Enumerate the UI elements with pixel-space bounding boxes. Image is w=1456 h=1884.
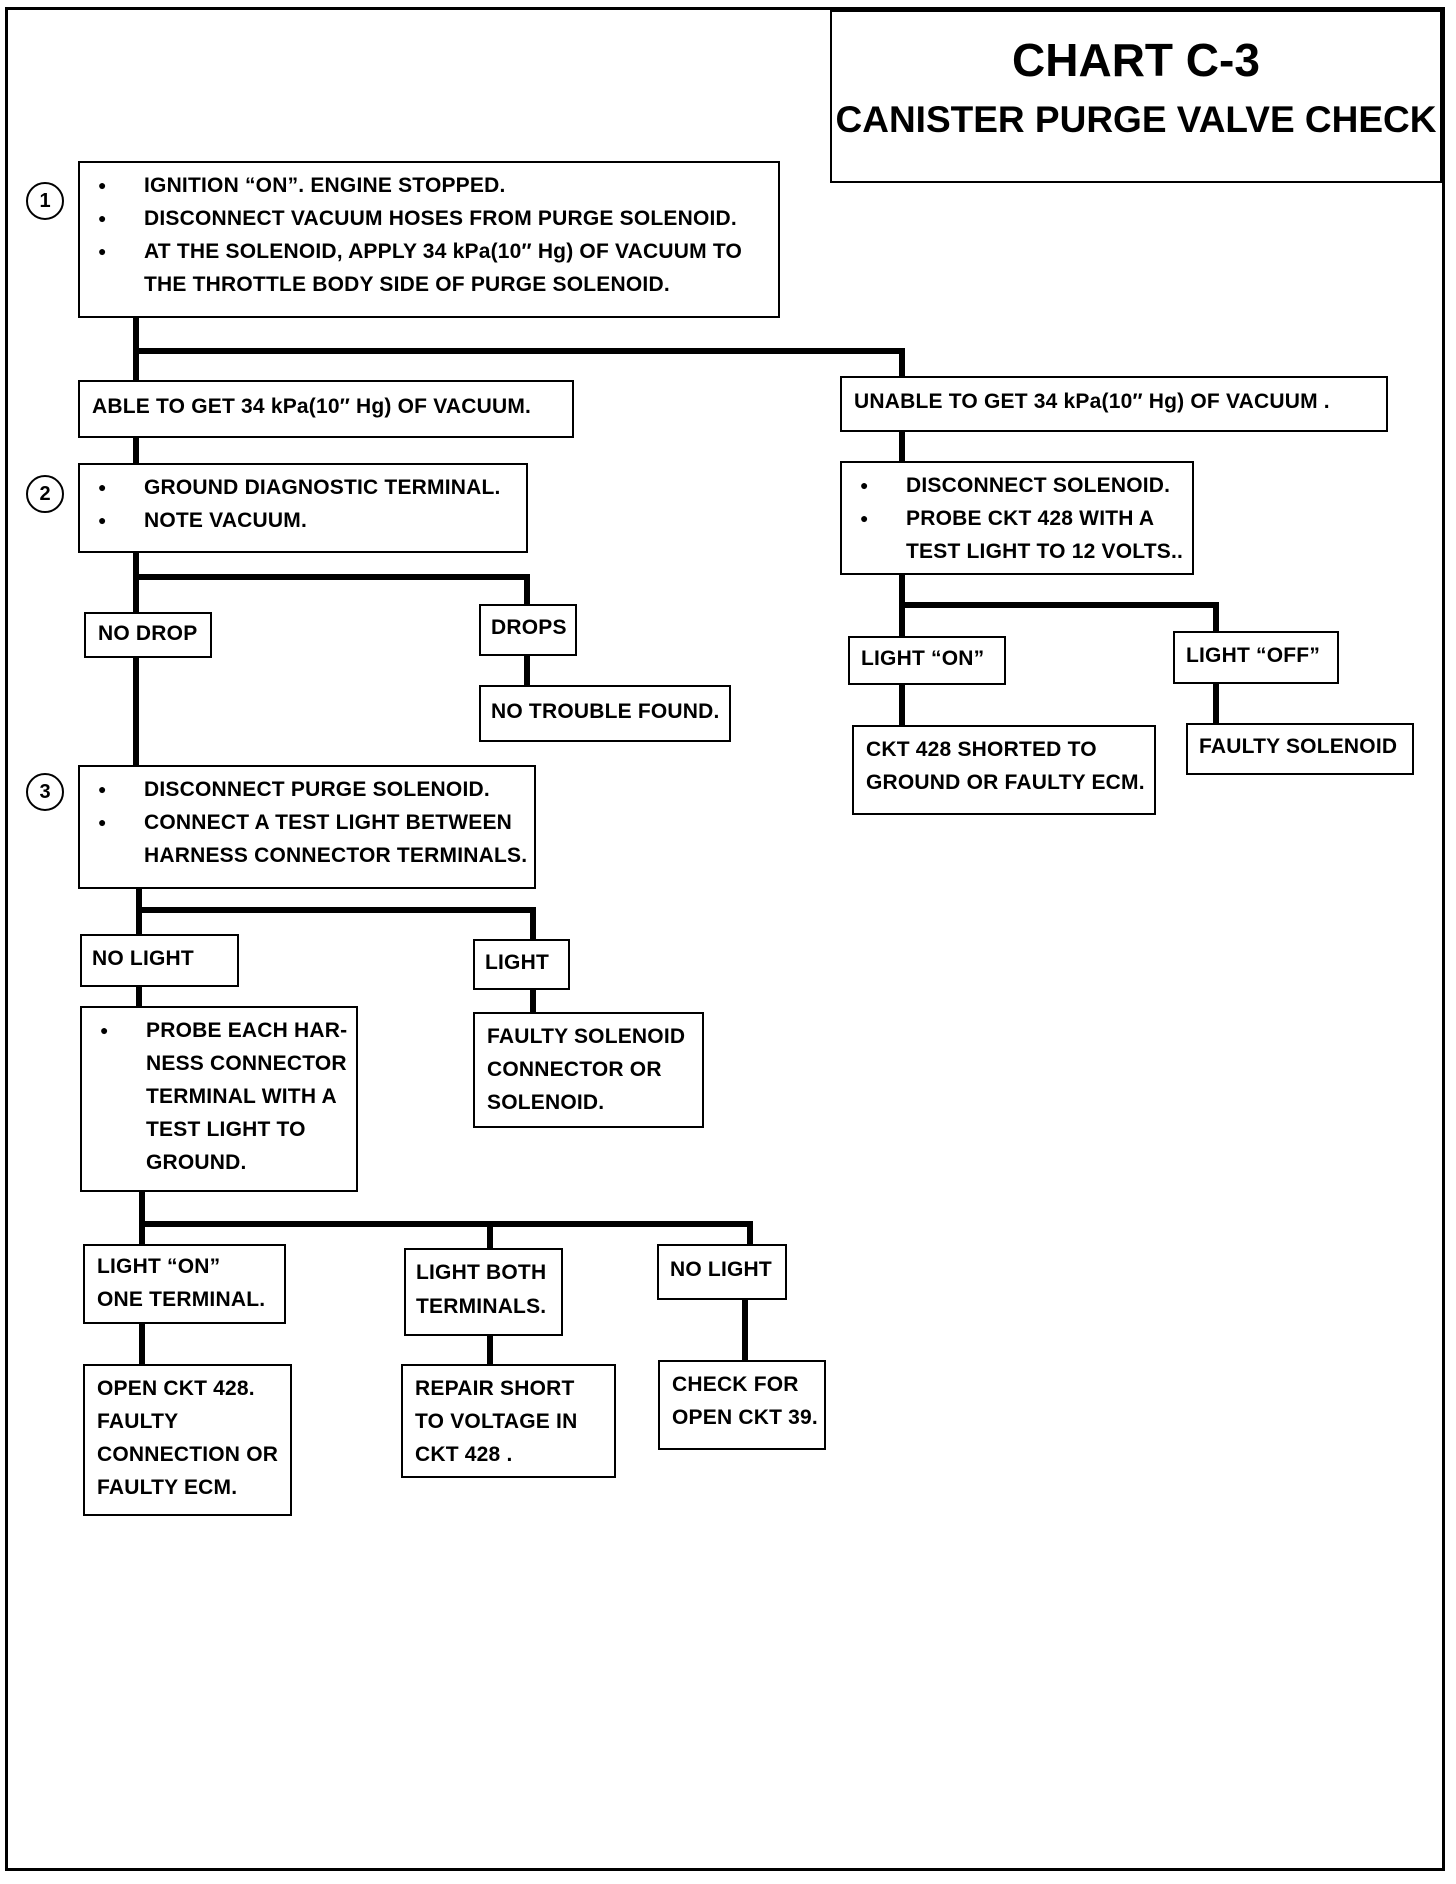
faulty-connector-line: FAULTY SOLENOID: [487, 1025, 686, 1048]
faulty-connector-line: CONNECTOR OR: [487, 1058, 662, 1081]
light-off-box: LIGHT “OFF”: [1173, 631, 1339, 684]
step1-item: IGNITION “ON”. ENGINE STOPPED.: [92, 169, 766, 202]
probe-each-line: PROBE EACH HAR-: [94, 1014, 347, 1047]
right-probe-line: TEST LIGHT TO 12 VOLTS..: [906, 540, 1184, 563]
no-drop-box: NO DROP: [84, 612, 212, 658]
step1-box: IGNITION “ON”. ENGINE STOPPED. DISCONNEC…: [78, 161, 780, 318]
step2-item: NOTE VACUUM.: [92, 504, 514, 537]
step2-item: GROUND DIAGNOSTIC TERMINAL.: [92, 471, 514, 504]
check-ckt-line: OPEN CKT 39.: [672, 1406, 818, 1429]
step3-item: CONNECT A TEST LIGHT BETWEEN: [92, 806, 522, 839]
no-light-box: NO LIGHT: [80, 934, 239, 987]
light-both-line: LIGHT BOTH: [416, 1261, 547, 1284]
light-box: LIGHT: [473, 939, 570, 990]
light-one-line: LIGHT “ON”: [97, 1255, 221, 1278]
unable-box: UNABLE TO GET 34 kPa(10″ Hg) OF VACUUM .: [840, 376, 1388, 432]
step1-item: DISCONNECT VACUUM HOSES FROM PURGE SOLEN…: [92, 202, 766, 235]
ckt-shorted-line: GROUND OR FAULTY ECM.: [866, 771, 1145, 794]
step3-item: HARNESS CONNECTOR TERMINALS.: [144, 844, 528, 867]
chart-title: CHART C-3: [1012, 34, 1260, 86]
faulty-solenoid-box: FAULTY SOLENOID: [1186, 723, 1414, 775]
light-both-line: TERMINALS.: [416, 1295, 547, 1318]
right-probe-line: PROBE CKT 428 WITH A: [854, 502, 1180, 535]
open-ckt-line: FAULTY ECM.: [97, 1476, 238, 1499]
no-light-2-box: NO LIGHT: [657, 1244, 787, 1300]
step-marker-3: 3: [26, 773, 64, 811]
step1-item: THE THROTTLE BODY SIDE OF PURGE SOLENOID…: [144, 273, 670, 296]
open-ckt-line: OPEN CKT 428.: [97, 1377, 255, 1400]
light-on-box: LIGHT “ON”: [848, 636, 1006, 685]
step2-box: GROUND DIAGNOSTIC TERMINAL. NOTE VACUUM.: [78, 463, 528, 553]
probe-each-line: NESS CONNECTOR: [146, 1052, 347, 1075]
chart-title-box: CHART C-3 CANISTER PURGE VALVE CHECK: [830, 10, 1442, 183]
check-ckt-line: CHECK FOR: [672, 1373, 799, 1396]
step3-box: DISCONNECT PURGE SOLENOID. CONNECT A TES…: [78, 765, 536, 889]
repair-short-line: TO VOLTAGE IN: [415, 1410, 578, 1433]
faulty-connector-box: FAULTY SOLENOID CONNECTOR OR SOLENOID.: [473, 1012, 704, 1128]
probe-each-line: GROUND.: [146, 1151, 247, 1174]
repair-short-line: CKT 428 .: [415, 1443, 513, 1466]
faulty-connector-line: SOLENOID.: [487, 1091, 605, 1114]
repair-short-box: REPAIR SHORT TO VOLTAGE IN CKT 428 .: [401, 1364, 616, 1478]
no-trouble-box: NO TROUBLE FOUND.: [479, 685, 731, 742]
light-both-box: LIGHT BOTH TERMINALS.: [404, 1248, 563, 1336]
ckt-shorted-line: CKT 428 SHORTED TO: [866, 738, 1097, 761]
step1-item: AT THE SOLENOID, APPLY 34 kPa(10″ Hg) OF…: [92, 235, 766, 268]
page-frame: [5, 7, 1445, 1871]
ckt-shorted-box: CKT 428 SHORTED TO GROUND OR FAULTY ECM.: [852, 725, 1156, 815]
open-ckt-line: CONNECTION OR: [97, 1443, 279, 1466]
right-probe-box: DISCONNECT SOLENOID. PROBE CKT 428 WITH …: [840, 461, 1194, 575]
step-marker-1: 1: [26, 182, 64, 220]
probe-each-box: PROBE EACH HAR- NESS CONNECTOR TERMINAL …: [80, 1006, 358, 1192]
drops-box: DROPS: [479, 604, 577, 656]
light-one-terminal-box: LIGHT “ON” ONE TERMINAL.: [83, 1244, 286, 1324]
open-ckt-428-box: OPEN CKT 428. FAULTY CONNECTION OR FAULT…: [83, 1364, 292, 1516]
step3-item: DISCONNECT PURGE SOLENOID.: [92, 773, 522, 806]
check-ckt-39-box: CHECK FOR OPEN CKT 39.: [658, 1360, 826, 1450]
repair-short-line: REPAIR SHORT: [415, 1377, 575, 1400]
able-box: ABLE TO GET 34 kPa(10″ Hg) OF VACUUM.: [78, 380, 574, 438]
probe-each-line: TEST LIGHT TO: [146, 1118, 306, 1141]
right-probe-line: DISCONNECT SOLENOID.: [854, 469, 1180, 502]
probe-each-line: TERMINAL WITH A: [146, 1085, 337, 1108]
step-marker-2: 2: [26, 475, 64, 513]
open-ckt-line: FAULTY: [97, 1410, 179, 1433]
chart-subtitle: CANISTER PURGE VALVE CHECK: [835, 99, 1437, 140]
light-one-line: ONE TERMINAL.: [97, 1288, 266, 1311]
